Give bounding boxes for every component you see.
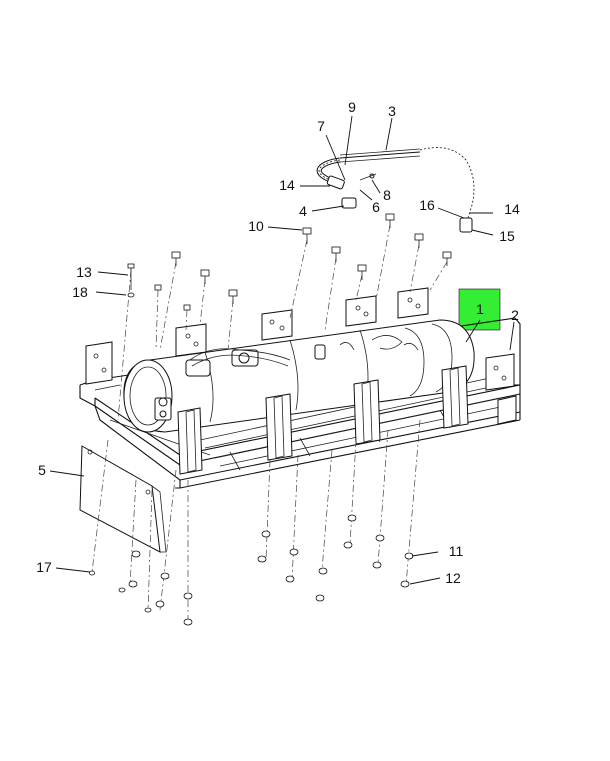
tank[interactable] [123,319,475,433]
callout-12[interactable]: 12 [445,570,461,586]
callout-13[interactable]: 13 [76,264,92,280]
hose-assembly[interactable] [316,146,476,233]
callout-11[interactable]: 11 [449,543,464,559]
leader-lines [49,115,515,585]
callout-14b[interactable]: 14 [504,201,520,217]
callout-18[interactable]: 18 [72,284,88,300]
callout-17[interactable]: 17 [36,559,52,575]
callout-7[interactable]: 7 [317,118,325,134]
mud-flap[interactable] [79,445,167,553]
upper-plates [85,287,515,391]
callout-8[interactable]: 8 [383,187,391,203]
callout-3[interactable]: 3 [388,103,396,119]
callout-4[interactable]: 4 [299,203,307,219]
callout-1[interactable]: 1 [476,301,484,317]
top-bolts [117,213,452,421]
callout-2[interactable]: 2 [511,307,519,323]
callout-15[interactable]: 15 [499,228,515,244]
callouts: 1 2 3 4 5 6 7 8 9 10 11 12 13 14 14 15 1… [36,99,520,586]
callout-5[interactable]: 5 [38,462,46,478]
callout-9[interactable]: 9 [348,99,356,115]
lower-fasteners [89,419,421,626]
callout-6[interactable]: 6 [372,199,380,215]
callout-16[interactable]: 16 [419,197,435,213]
front-brackets [177,365,469,475]
callout-14a[interactable]: 14 [279,177,295,193]
callout-10[interactable]: 10 [248,218,264,234]
